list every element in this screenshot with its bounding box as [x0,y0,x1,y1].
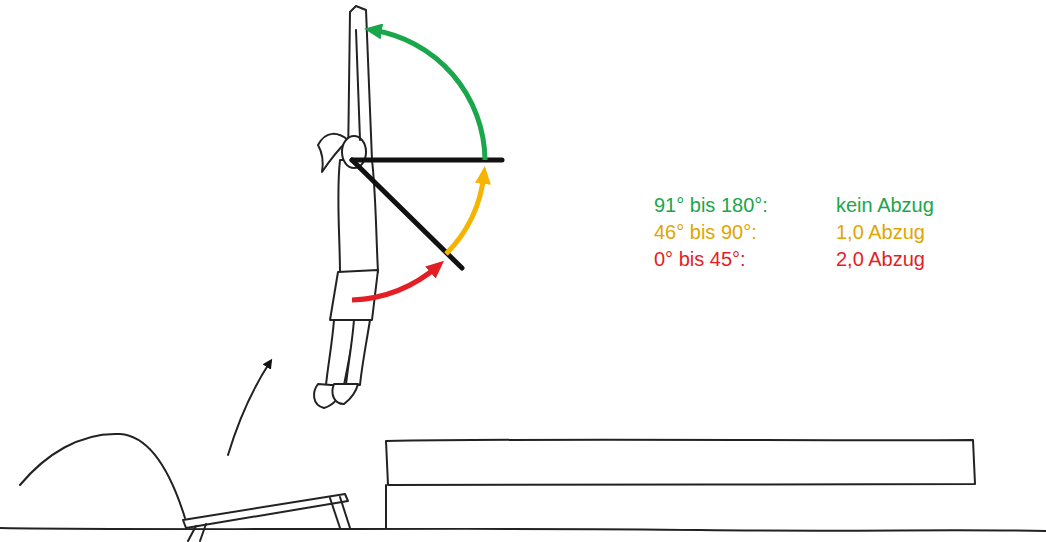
deduction-label: 2,0 Abzug [836,247,925,271]
range-label: 46° bis 90°: [654,220,757,244]
range-label: 0° bis 45°: [654,247,746,271]
range-label: 91° bis 180°: [654,193,768,217]
deduction-label: 1,0 Abzug [836,220,925,244]
deduction-label: kein Abzug [836,193,934,217]
